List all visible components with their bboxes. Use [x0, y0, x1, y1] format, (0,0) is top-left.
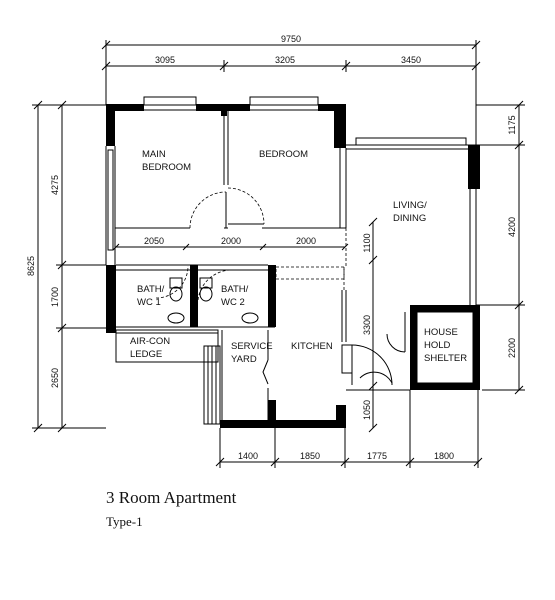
- label-aircon-1: AIR-CON: [130, 336, 170, 347]
- right-dimensions: 1175 4200 2200: [476, 100, 525, 395]
- dim-left-total: 8625: [26, 256, 36, 276]
- dim-left-2: 1700: [50, 287, 60, 307]
- dim-interior-w1: 2050: [144, 236, 164, 246]
- label-service-2: YARD: [231, 354, 257, 365]
- interior-dimensions: 2050 2000 2000 1100 3300 1050: [112, 217, 378, 433]
- label-shelter-3: SHELTER: [424, 353, 467, 364]
- dim-interior-h1: 1100: [362, 233, 372, 252]
- dim-top-3: 3450: [401, 55, 421, 65]
- plan-title: 3 Room Apartment: [106, 488, 237, 507]
- dim-bottom-3: 1775: [367, 451, 387, 461]
- dim-interior-h2: 3300: [362, 315, 372, 335]
- room-labels: MAIN BEDROOM BEDROOM LIVING/ DINING BATH…: [130, 149, 467, 365]
- walls: [105, 96, 480, 428]
- label-aircon-2: LEDGE: [130, 349, 162, 360]
- dim-left-3: 2650: [50, 368, 60, 388]
- plan-subtitle: Type-1: [106, 514, 143, 529]
- dim-bottom-4: 1800: [434, 451, 454, 461]
- dim-left-1: 4275: [50, 175, 60, 195]
- label-living-1: LIVING/: [393, 200, 427, 211]
- label-living-2: DINING: [393, 213, 426, 224]
- dim-interior-h3: 1050: [362, 400, 372, 420]
- dim-bottom-2: 1850: [300, 451, 320, 461]
- dim-right-2: 4200: [507, 217, 517, 237]
- left-dimensions: 8625 4275 1700 2650: [26, 100, 106, 433]
- dim-right-3: 2200: [507, 338, 517, 358]
- dim-top-2: 3205: [275, 55, 295, 65]
- label-bath1-2: WC 1: [137, 297, 161, 308]
- label-kitchen: KITCHEN: [291, 341, 333, 352]
- label-bath2-1: BATH/: [221, 284, 249, 295]
- dim-top-total: 9750: [281, 34, 301, 44]
- bottom-dimensions: 1400 1850 1775 1800: [215, 390, 483, 468]
- dim-top-1: 3095: [155, 55, 175, 65]
- label-main-bedroom-1: MAIN: [142, 149, 166, 160]
- dim-bottom-1: 1400: [238, 451, 258, 461]
- top-dimensions: 9750 3095 3205 3450: [101, 34, 481, 145]
- label-main-bedroom-2: BEDROOM: [142, 162, 191, 173]
- dim-interior-w3: 2000: [296, 236, 316, 246]
- label-shelter-2: HOLD: [424, 340, 451, 351]
- label-bath1-1: BATH/: [137, 284, 165, 295]
- dim-right-1: 1175: [507, 115, 517, 134]
- label-service-1: SERVICE: [231, 341, 273, 352]
- dim-interior-w2: 2000: [221, 236, 241, 246]
- label-bedroom: BEDROOM: [259, 149, 308, 160]
- label-shelter-1: HOUSE: [424, 327, 458, 338]
- label-bath2-2: WC 2: [221, 297, 245, 308]
